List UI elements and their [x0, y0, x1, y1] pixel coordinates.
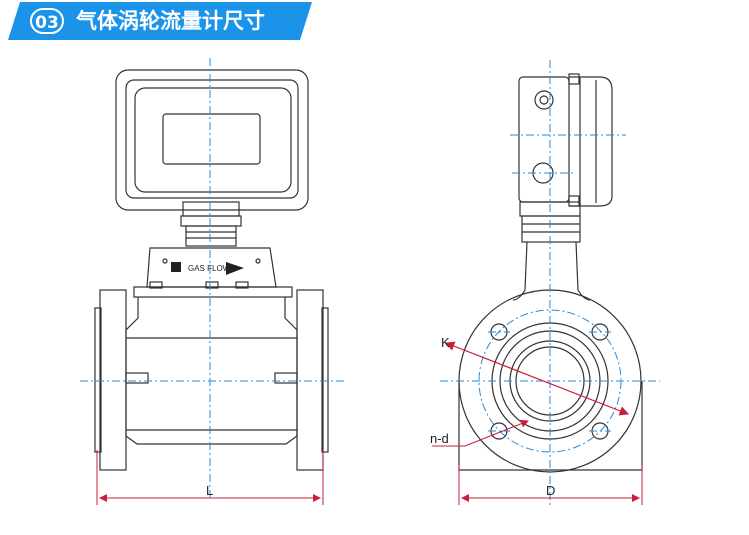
- label-nd: n-d: [430, 431, 449, 446]
- dimension-nd: [432, 419, 529, 447]
- display-face: [134, 87, 292, 193]
- top-plate: [133, 286, 293, 298]
- front-view: [94, 69, 329, 471]
- section-title: 气体涡轮流量计尺寸: [76, 9, 265, 33]
- right-flange: [296, 289, 324, 471]
- screw-icon: [534, 90, 554, 110]
- flow-arrow-icon: [226, 262, 244, 275]
- nameplate-text: GAS FLOW: [188, 264, 231, 273]
- section-number: 03: [30, 8, 64, 34]
- dimension-D: [458, 465, 643, 505]
- neck-collar: [182, 201, 240, 217]
- section-header: 03 气体涡轮流量计尺寸: [0, 0, 330, 42]
- label-L: L: [206, 483, 213, 498]
- dimension-K: [444, 341, 630, 416]
- front-centerlines: [80, 58, 345, 500]
- header-background: [8, 2, 312, 40]
- display-housing: [115, 69, 309, 211]
- label-K: K: [441, 335, 450, 350]
- flow-square-icon: [171, 262, 181, 272]
- left-flange: [99, 289, 127, 471]
- side-centerlines: [440, 60, 660, 505]
- lcd-window: [162, 113, 261, 165]
- dimension-L: [96, 450, 324, 505]
- label-D: D: [546, 483, 555, 498]
- display-housing-inner: [125, 79, 299, 199]
